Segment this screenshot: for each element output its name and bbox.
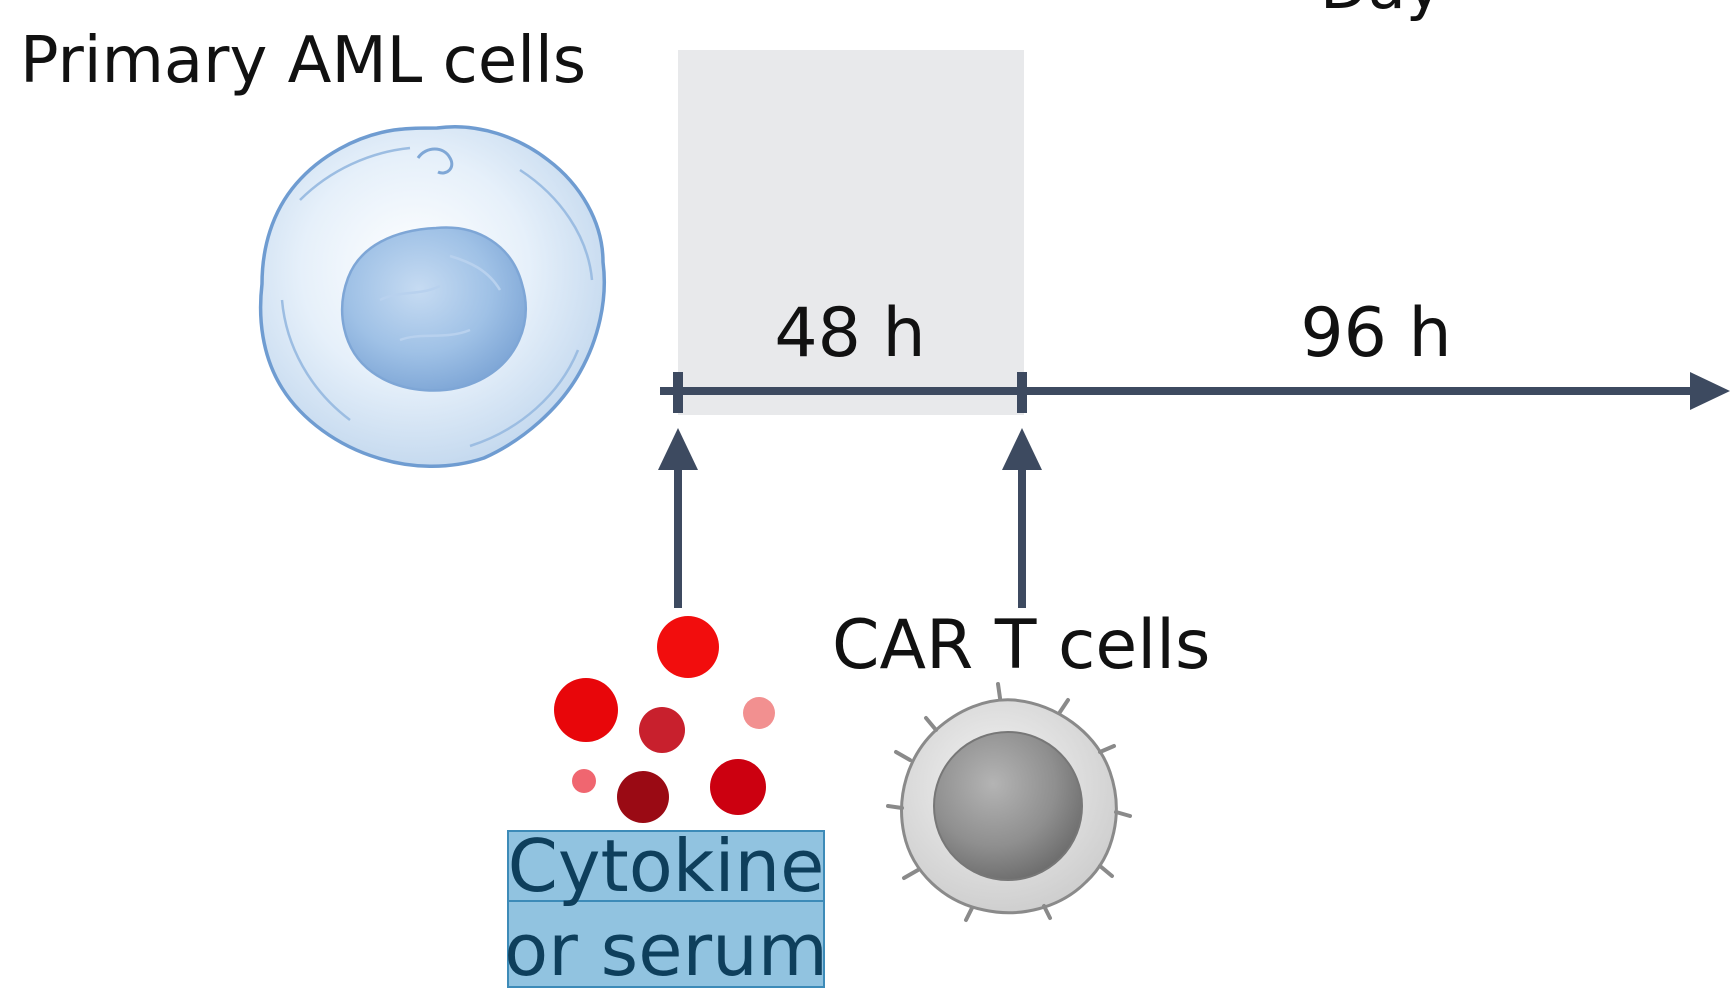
car-t-label: CAR T cells bbox=[832, 606, 1210, 685]
car-t-arrow bbox=[1002, 428, 1042, 608]
day-label: Day bbox=[1320, 0, 1442, 23]
car-t-cell-icon bbox=[886, 682, 1132, 922]
incubation-window bbox=[678, 50, 1024, 415]
cytokine-dots-icon bbox=[554, 616, 775, 823]
cytokine-label-box: Cytokine or serum bbox=[504, 824, 828, 990]
time-48h-label: 48 h bbox=[774, 294, 925, 373]
aml-cell-icon bbox=[258, 125, 607, 468]
serum-label: or serum bbox=[504, 908, 828, 990]
primary-aml-label: Primary AML cells bbox=[20, 24, 586, 98]
timeline-axis bbox=[660, 372, 1730, 413]
cytokine-arrow bbox=[658, 428, 698, 608]
time-96h-label: 96 h bbox=[1300, 294, 1451, 373]
cytokine-label: Cytokine bbox=[508, 824, 825, 908]
